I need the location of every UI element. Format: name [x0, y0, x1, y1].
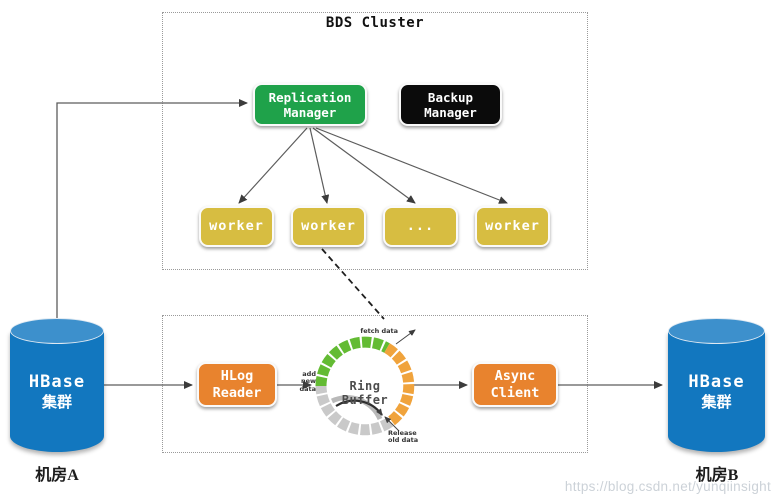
ring-gray-arc — [315, 385, 394, 436]
room-a-caption: 机房A — [35, 467, 79, 484]
hbase-cluster-b-label: HBase 集群 — [668, 331, 765, 452]
release-annotation-line1: Release — [388, 429, 417, 437]
arrows-replication-to-workers — [238, 127, 508, 204]
worker-node-ellipsis[interactable]: ... — [383, 206, 458, 247]
hbase-name: HBase — [688, 371, 745, 392]
worker-node-1[interactable]: worker — [199, 206, 274, 247]
replication-pipeline-box — [162, 315, 588, 453]
replication-manager-node[interactable]: Replication Manager — [253, 83, 367, 126]
backup-manager-label-line1: Backup — [427, 89, 474, 105]
hlog-reader-label-line2: Reader — [212, 384, 262, 401]
release-old-data-annotation: Release old data — [388, 429, 422, 445]
fetch-data-annotation: fetch data — [360, 327, 398, 335]
cylinder-top-ellipse — [10, 318, 104, 344]
backup-manager-label-line2: Manager — [424, 104, 477, 120]
hbase-subtitle: 集群 — [41, 392, 72, 411]
room-b-caption: 机房B — [695, 467, 739, 484]
arrow-hbaseA-to-replication-manager — [56, 99, 248, 322]
dashed-link-worker-to-pipeline — [321, 248, 385, 320]
ring-buffer-label: Ring Buffer — [341, 379, 389, 407]
hbase-subtitle: 集群 — [701, 392, 732, 411]
fetch-data-arrow — [395, 329, 416, 345]
replication-manager-label-line2: Manager — [283, 104, 337, 120]
cylinder-body — [10, 331, 104, 452]
bds-cluster-box — [162, 12, 588, 270]
ring-green-arc — [315, 336, 390, 387]
async-client-node[interactable]: Async Client — [472, 362, 558, 407]
worker-label: worker — [209, 218, 264, 235]
hbase-cluster-b-cylinder[interactable]: HBase 集群 — [668, 318, 765, 452]
hbase-cluster-a-label: HBase 集群 — [10, 331, 104, 452]
ring-buffer-graphic — [315, 329, 416, 436]
async-client-label-line2: Client — [490, 384, 540, 401]
watermark-url: https://blog.csdn.net/yunqiinsight — [564, 479, 771, 494]
hlog-reader-label-line1: HLog — [220, 368, 254, 385]
add-annotation-line2: data — [299, 384, 316, 393]
worker-node-3[interactable]: worker — [475, 206, 550, 247]
worker-label: ... — [406, 218, 435, 235]
release-annotation-line2: old data — [388, 436, 419, 445]
replication-manager-label-line1: Replication — [268, 89, 352, 105]
backup-manager-node[interactable]: Backup Manager — [399, 83, 502, 126]
hbase-cluster-a-cylinder[interactable]: HBase 集群 — [10, 318, 104, 452]
add-new-data-annotation: add new data — [290, 370, 316, 393]
ring-orange-arc — [383, 343, 415, 427]
async-client-label-line1: Async — [494, 368, 536, 385]
bds-cluster-title: BDS Cluster — [325, 15, 425, 31]
hbase-name: HBase — [28, 371, 86, 392]
worker-label: worker — [485, 218, 540, 235]
add-annotation-line1: add new — [300, 370, 316, 386]
hlog-reader-node[interactable]: HLog Reader — [197, 362, 277, 407]
cylinder-body — [668, 331, 765, 452]
worker-node-2[interactable]: worker — [291, 206, 366, 247]
cylinder-top-ellipse — [668, 318, 765, 344]
release-old-data-arrow — [384, 416, 400, 432]
worker-label: worker — [301, 218, 356, 235]
ring-rotation-arrow — [335, 399, 383, 416]
